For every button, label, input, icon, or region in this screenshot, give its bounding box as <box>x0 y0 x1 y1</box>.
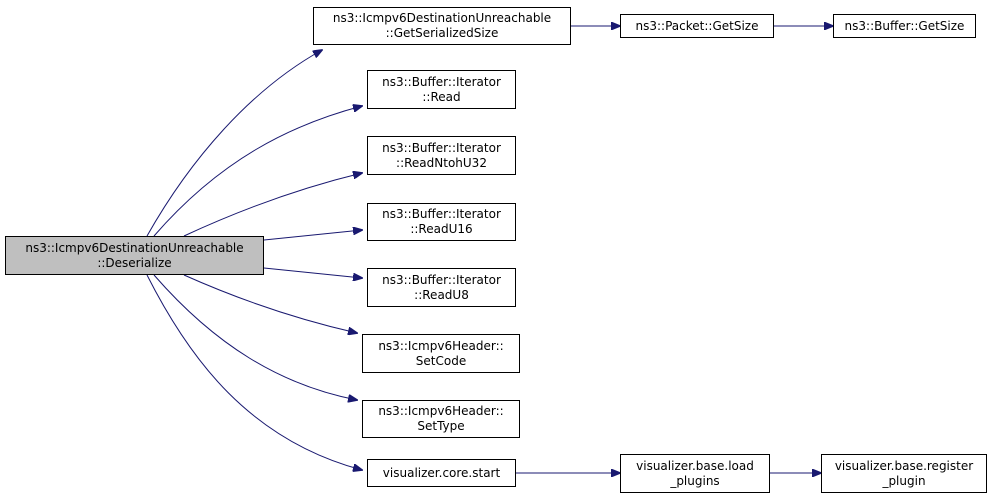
node-label-line: visualizer.base.register <box>834 458 974 473</box>
edge-deserialize-to-icmpv6-set-code <box>183 274 357 333</box>
node-label-line: ns3::Icmpv6Header:: <box>378 338 504 353</box>
node-label-line: ::GetSerializedSize <box>385 26 499 40</box>
node-label-line: visualizer.core.start <box>382 465 501 480</box>
node-label-line: ns3::Buffer::Iterator <box>382 74 501 89</box>
edge-deserialize-to-icmpv6-set-type <box>153 274 357 400</box>
node-get-serialized-size[interactable]: ns3::Icmpv6DestinationUnreachable::GetSe… <box>313 7 571 45</box>
node-visualizer-core-start[interactable]: visualizer.core.start <box>367 459 516 487</box>
edge-deserialize-to-iterator-read <box>153 106 362 237</box>
node-packet-get-size[interactable]: ns3::Packet::GetSize <box>620 14 774 38</box>
node-iterator-read[interactable]: ns3::Buffer::Iterator::Read <box>367 70 516 109</box>
node-iterator-read-ntoh-u32[interactable]: ns3::Buffer::Iterator::ReadNtohU32 <box>367 136 516 175</box>
node-label-line: ns3::Buffer::Iterator <box>382 140 501 155</box>
node-label-line: ns3::Packet::GetSize <box>635 18 759 33</box>
edge-deserialize-to-iterator-read-ntoh-u32 <box>183 173 362 237</box>
node-label-line: ::ReadNtohU32 <box>396 155 487 170</box>
edge-deserialize-to-iterator-read-u8 <box>263 267 362 278</box>
node-icmpv6-set-code[interactable]: ns3::Icmpv6Header::SetCode <box>362 334 520 373</box>
node-label-line: ::ReadU16 <box>410 222 473 236</box>
edge-deserialize-to-visualizer-core-start <box>146 274 362 470</box>
node-label-line: ::ReadU8 <box>414 287 469 302</box>
node-deserialize[interactable]: ns3::Icmpv6DestinationUnreachable::Deser… <box>5 236 264 275</box>
node-label-line: ns3::Buffer::Iterator <box>382 207 501 221</box>
node-label-line: SetCode <box>415 353 467 368</box>
node-label-line: _plugin <box>882 473 926 488</box>
node-buffer-get-size[interactable]: ns3::Buffer::GetSize <box>833 14 976 38</box>
node-iterator-read-u16[interactable]: ns3::Buffer::Iterator::ReadU16 <box>367 203 516 241</box>
node-label-line: ns3::Icmpv6Header:: <box>378 404 504 418</box>
node-label-line: ns3::Icmpv6DestinationUnreachable <box>25 240 244 255</box>
node-visualizer-base-register-plugin[interactable]: visualizer.base.register_plugin <box>821 454 987 493</box>
node-label-line: ns3::Icmpv6DestinationUnreachable <box>332 11 552 25</box>
node-visualizer-base-load-plugins[interactable]: visualizer.base.load_plugins <box>620 454 770 493</box>
node-label-line: _plugins <box>670 473 720 488</box>
edge-deserialize-to-get-serialized-size <box>146 50 322 237</box>
node-label-line: ::Deserialize <box>97 255 172 270</box>
node-icmpv6-set-type[interactable]: ns3::Icmpv6Header::SetType <box>362 400 520 438</box>
edge-deserialize-to-iterator-read-u16 <box>263 230 362 241</box>
node-label-line: visualizer.base.load <box>636 458 754 473</box>
node-iterator-read-u8[interactable]: ns3::Buffer::Iterator::ReadU8 <box>367 268 516 307</box>
node-label-line: ::Read <box>422 89 461 104</box>
node-label-line: ns3::Buffer::Iterator <box>382 272 501 287</box>
node-label-line: ns3::Buffer::GetSize <box>844 18 965 33</box>
node-label-line: SetType <box>417 419 465 433</box>
